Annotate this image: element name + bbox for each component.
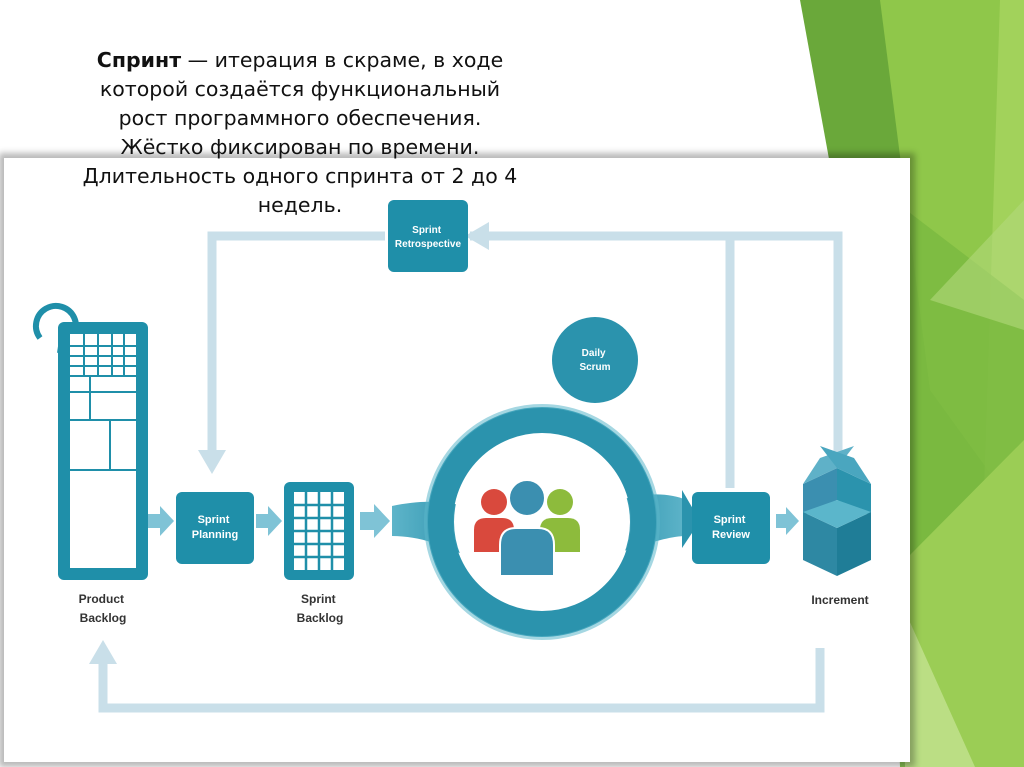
daily-scrum-circle: Daily Scrum (552, 317, 638, 403)
text-line-5: Длительность одного спринта от 2 до 4 (82, 164, 518, 188)
feedback-arrowheads (89, 222, 489, 664)
sprint-planning-box: Sprint Planning (176, 492, 254, 564)
sprint-retrospective-box: Sprint Retrospective (388, 200, 468, 272)
svg-text:Sprint Retrospective: Sprint Retrospective (395, 225, 462, 250)
sprint-backlog-icon (284, 482, 354, 580)
increment-box-icon (803, 446, 871, 576)
product-backlog-icon (33, 302, 148, 580)
product-backlog-label: Product Backlog (79, 592, 128, 625)
text-line-1: — итерация в скраме, в ходе (181, 48, 504, 72)
increment-label: Increment (811, 593, 868, 607)
team-people-icon (474, 479, 580, 577)
flow-arrows (148, 504, 799, 538)
feedback-loop-arrows (98, 231, 843, 713)
svg-text:Sprint Planning: Sprint Planning (192, 514, 238, 541)
slide-text: Спринт — итерация в скраме, в ходе котор… (40, 46, 560, 220)
svg-text:Daily Scrum: Daily Scrum (579, 348, 610, 373)
svg-text:Sprint Review: Sprint Review (712, 514, 750, 541)
sprint-backlog-label: Sprint Backlog (297, 592, 344, 625)
text-line-6: недель. (257, 193, 343, 217)
sprint-cycle-circle (424, 404, 660, 640)
text-line-4: Жёстко фиксирован по времени. (120, 135, 480, 159)
term-bold: Спринт (96, 48, 182, 72)
text-line-2: которой создаётся функциональный (99, 77, 501, 101)
text-line-3: рост программного обеспечения. (118, 106, 482, 130)
sprint-review-box: Sprint Review (692, 492, 770, 564)
